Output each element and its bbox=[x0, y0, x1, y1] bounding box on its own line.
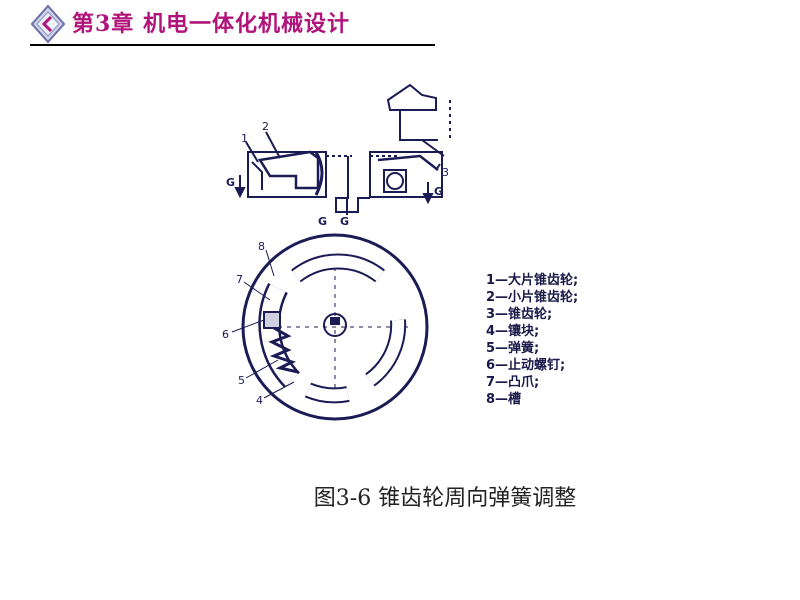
slot-left-inner bbox=[260, 284, 299, 386]
leader-5 bbox=[245, 359, 279, 379]
diamond-logo-icon bbox=[30, 4, 66, 44]
shaft-stem bbox=[335, 156, 370, 213]
label-7: 7 bbox=[236, 273, 243, 286]
legend-item: 8—槽 bbox=[486, 392, 522, 407]
legend-item: 7—凸爪; bbox=[486, 375, 540, 390]
left-arrowhead bbox=[234, 187, 246, 199]
gear-face-left bbox=[314, 151, 324, 196]
hub bbox=[323, 313, 347, 337]
legend-item: 1—大片锥齿轮; bbox=[486, 273, 579, 288]
right-spring-coil bbox=[386, 172, 404, 190]
force-label-left: G bbox=[226, 176, 235, 189]
label-3: 3 bbox=[442, 166, 449, 179]
legend-item: 6—止动螺钉; bbox=[486, 358, 566, 373]
force-label-bottom-right: G bbox=[340, 215, 349, 228]
right-arrowhead bbox=[422, 193, 434, 205]
slot-right-inner bbox=[366, 319, 405, 385]
legend-item: 2—小片锥齿轮; bbox=[486, 290, 579, 305]
label-6: 6 bbox=[222, 328, 229, 341]
leader-7 bbox=[243, 281, 271, 301]
large-bevel-gear-edge bbox=[251, 161, 263, 190]
force-label-bottom-left: G bbox=[318, 215, 327, 228]
spring bbox=[268, 326, 299, 374]
label-4: 4 bbox=[256, 394, 263, 407]
upper-bracket bbox=[386, 83, 437, 111]
outer-rim bbox=[241, 233, 429, 421]
gear-diagram: 1 2 3 G G G G 8 7 6 5 bbox=[222, 83, 451, 421]
parts-legend: 1—大片锥齿轮; 2—小片锥齿轮; 3—锥齿轮; 4—镶块; 5—弹簧; 6—止… bbox=[486, 272, 578, 408]
leader-2 bbox=[265, 131, 281, 159]
bracket-link bbox=[421, 139, 445, 157]
leader-3 bbox=[435, 163, 441, 171]
slide-header: 第3章 机电一体化机械设计 bbox=[0, 0, 800, 60]
right-block bbox=[383, 169, 407, 193]
legend-item: 5—弹簧; bbox=[486, 341, 540, 356]
top-labels: 1 2 3 G G G G bbox=[226, 120, 449, 228]
leader-6 bbox=[231, 319, 265, 333]
gear-wheel bbox=[231, 233, 429, 421]
leader-8 bbox=[265, 249, 275, 277]
bevel-gear-assembly bbox=[234, 83, 451, 215]
label-2: 2 bbox=[262, 120, 269, 133]
right-bevel-gear bbox=[377, 154, 439, 171]
right-housing bbox=[369, 151, 443, 198]
legend-item: 4—镶块; bbox=[486, 324, 540, 339]
legend-item: 3—锥齿轮; bbox=[486, 307, 553, 322]
header-divider bbox=[30, 44, 435, 46]
leader-4 bbox=[263, 381, 295, 399]
chapter-title: 第3章 机电一体化机械设计 bbox=[72, 11, 350, 37]
slot-top-inner bbox=[292, 255, 384, 281]
label-5: 5 bbox=[238, 374, 245, 387]
force-label-right: G bbox=[434, 185, 443, 198]
label-8: 8 bbox=[258, 240, 265, 253]
bracket-arm bbox=[399, 110, 438, 141]
stop-screw-block bbox=[263, 311, 281, 329]
label-1: 1 bbox=[241, 132, 248, 145]
left-housing bbox=[247, 151, 327, 198]
hub-key bbox=[330, 317, 340, 325]
bottom-labels: 8 7 6 5 4 bbox=[222, 240, 265, 407]
small-bevel-gear bbox=[257, 150, 320, 190]
slot-bottom-inner bbox=[305, 384, 350, 402]
leader-1 bbox=[245, 141, 259, 163]
figure-caption: 图3-6 锥齿轮周向弹簧调整 bbox=[313, 486, 577, 511]
